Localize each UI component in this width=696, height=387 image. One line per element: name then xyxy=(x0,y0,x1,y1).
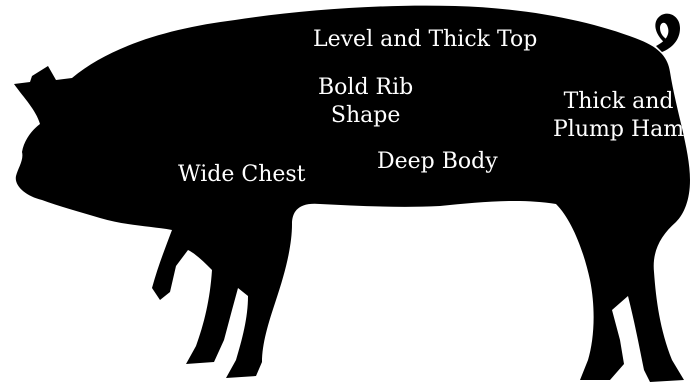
label-rib-line1: Bold Rib xyxy=(318,74,413,102)
label-thick-plump-ham: Thick and Plump Ham xyxy=(553,88,684,144)
label-deep-body: Deep Body xyxy=(377,148,498,176)
pig-body xyxy=(14,6,690,382)
label-ham-line1: Thick and xyxy=(553,88,684,116)
label-deep-text: Deep Body xyxy=(377,148,498,176)
label-chest-text: Wide Chest xyxy=(178,161,306,189)
pig-tail xyxy=(655,14,680,52)
label-top-text: Level and Thick Top xyxy=(313,26,537,54)
label-ham-line2: Plump Ham xyxy=(553,116,684,144)
label-rib-line2: Shape xyxy=(318,102,413,130)
label-wide-chest: Wide Chest xyxy=(178,161,306,189)
label-level-thick-top: Level and Thick Top xyxy=(313,26,537,54)
label-bold-rib-shape: Bold Rib Shape xyxy=(318,74,413,130)
